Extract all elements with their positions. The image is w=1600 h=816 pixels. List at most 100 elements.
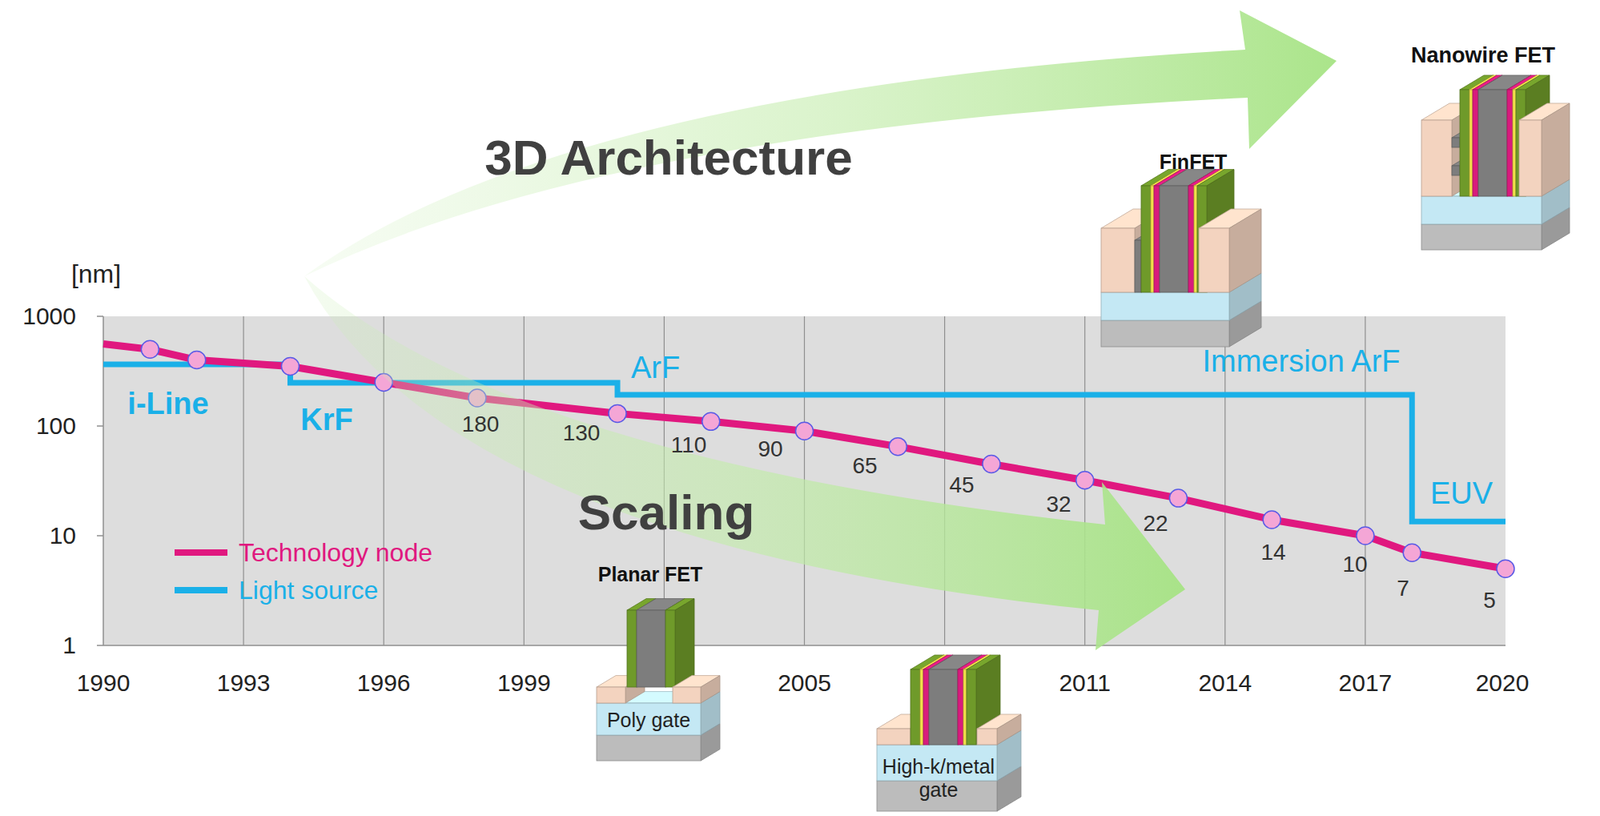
device-layer [1519,120,1542,197]
axis-line [103,644,1506,647]
node-value: 90 [757,436,783,463]
device-layer [1451,137,1460,148]
year-label: 2020 [1475,669,1530,698]
device-layer [928,669,958,745]
legend-swatch [174,586,228,594]
device-layer [910,669,921,745]
tick-label: 100 [36,412,77,441]
device-part: Poly gate [607,708,691,732]
grid-line [523,316,525,646]
data-point [140,340,159,358]
device-layer [963,669,967,745]
device-layer [1541,103,1570,197]
device-layer [675,598,695,688]
device-illustrations [596,75,1570,812]
node-value: 7 [1396,575,1410,602]
device-layer [1101,292,1230,321]
device-layer [1421,196,1542,225]
device-layer [923,669,929,745]
device-layer [876,728,911,745]
device-layer [1459,89,1470,197]
light-source-label: KrF [300,402,353,439]
data-point [1169,489,1187,507]
device-layer [1141,185,1151,293]
device-layer [1472,89,1479,197]
device-layer [636,610,666,688]
device-layer [1469,89,1473,197]
device-layer [1188,185,1194,293]
year-label: 2017 [1338,669,1393,698]
data-point [1262,510,1281,529]
node-value: 110 [671,432,708,459]
device-layer [672,687,701,704]
device-layer [665,610,676,688]
node-value: 130 [562,420,601,447]
tick-mark [96,425,104,427]
device-layer [1134,240,1142,293]
data-point [1403,543,1421,562]
year-label: 2011 [1058,669,1111,698]
legend-text: Technology node [238,538,433,568]
year-label: 2014 [1197,669,1252,698]
data-point [702,412,720,431]
device-layer [1153,185,1160,293]
device-part: High-k/metal gate [866,755,1011,802]
device-layer [1507,89,1513,197]
node-value: 32 [1045,491,1071,518]
grid-line [944,316,945,646]
device-layer [1512,89,1516,197]
device-layer [957,669,964,745]
device-layer [1101,228,1135,293]
node-value: 10 [1342,551,1367,578]
device-layer [596,735,701,761]
year-label: 2005 [777,669,832,698]
year-label: 1993 [217,669,271,698]
node-value: 14 [1260,539,1286,566]
device-layer [1198,228,1230,293]
device-layer [1421,224,1542,250]
data-point [188,351,206,370]
axis-unit: [nm] [71,259,121,290]
light-source-label: ArF [631,350,680,386]
device-name: Planar FET [598,562,704,587]
device-layer [1101,320,1230,347]
tick-mark [96,534,104,537]
device-layer [920,669,924,745]
light-source-label: Immersion ArF [1202,344,1400,380]
data-point [888,438,907,456]
year-label: 1999 [497,669,551,698]
device-layer [627,610,637,688]
device-layer [596,703,701,736]
device-layer [1150,185,1154,293]
light-source-label: i-Line [127,386,209,423]
legend-text: Light source [238,575,378,606]
legend-swatch [174,549,228,556]
tick-label: 1000 [22,302,77,331]
arrow-label: 3D Architecture [484,128,853,186]
node-value: 45 [948,472,974,499]
data-point [795,422,814,440]
node-value: 22 [1142,510,1168,537]
tick-label: 10 [49,522,77,551]
device-layer [700,675,720,704]
device-layer [1421,120,1452,197]
data-point [281,357,299,375]
device-layer [976,655,1001,745]
device-layer [1229,209,1262,293]
year-label: 1996 [357,669,411,698]
data-point [1076,471,1094,490]
node-value: 5 [1483,587,1496,614]
device-name: FinFET [1159,150,1228,174]
arrow-label: Scaling [578,483,756,541]
device-layer [996,714,1022,745]
device-layer [596,687,626,704]
year-label: 1990 [76,669,131,698]
data-point [608,404,627,423]
device-layer [966,669,977,745]
node-value: 65 [852,453,877,479]
device-layer [1193,185,1198,293]
device-name: Nanowire FET [1411,43,1556,69]
device-layer [1478,89,1508,197]
tick-mark [96,644,104,647]
data-point [1496,559,1515,578]
